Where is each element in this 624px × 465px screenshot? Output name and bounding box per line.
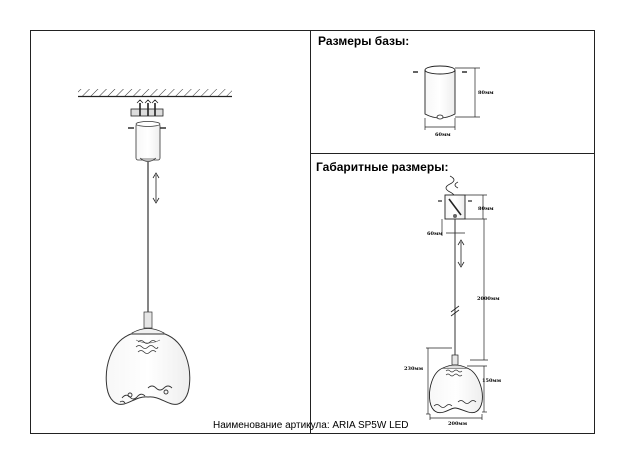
base-diameter-dimension (424, 118, 456, 130)
overall-canopy (444, 194, 466, 220)
ceiling-hatch (78, 89, 232, 96)
cable-break-mark (450, 305, 460, 317)
overall-shade-holder (451, 354, 459, 366)
overall-dimensions-view: 80мм 60мм 2000мм (404, 175, 502, 427)
overall-section-title: Габаритные размеры: (316, 160, 449, 174)
shade-height-label: 150мм (482, 378, 502, 384)
canopy-diameter-dimension (441, 219, 465, 236)
overall-adjustment-arrow (457, 239, 465, 268)
installation-view (78, 89, 232, 405)
outer-frame (30, 30, 595, 434)
overall-glass-shade (429, 364, 483, 414)
article-caption: Наименование артикула: ARIA SP5W LED (213, 420, 409, 431)
base-height-dimension (455, 67, 480, 118)
shade-diameter-dimension (429, 414, 483, 420)
glass-shade (105, 333, 191, 405)
adjustment-arrow (152, 172, 160, 204)
base-cylinder (424, 65, 456, 120)
shade-holder (143, 311, 153, 329)
canopy-height-label: 80мм (478, 206, 494, 212)
cable-length-dimension (470, 219, 488, 361)
shade-diameter-label: 200мм (448, 421, 468, 427)
base-diameter-label: 60мм (435, 132, 451, 138)
total-shade-height-dimension (426, 347, 452, 415)
base-dimensions-view: 80мм 60мм (413, 65, 494, 138)
cable-length-label: 2000мм (477, 296, 500, 302)
base-height-label: 80мм (478, 90, 494, 96)
mounting-bracket (130, 99, 164, 117)
canopy-height-dimension (465, 194, 487, 220)
shade-height-dimension (467, 365, 487, 413)
canopy-diameter-label: 60мм (427, 231, 443, 237)
base-section-title: Размеры базы: (318, 34, 410, 48)
canopy (135, 121, 161, 162)
total-shade-height-label: 230мм (404, 366, 424, 372)
